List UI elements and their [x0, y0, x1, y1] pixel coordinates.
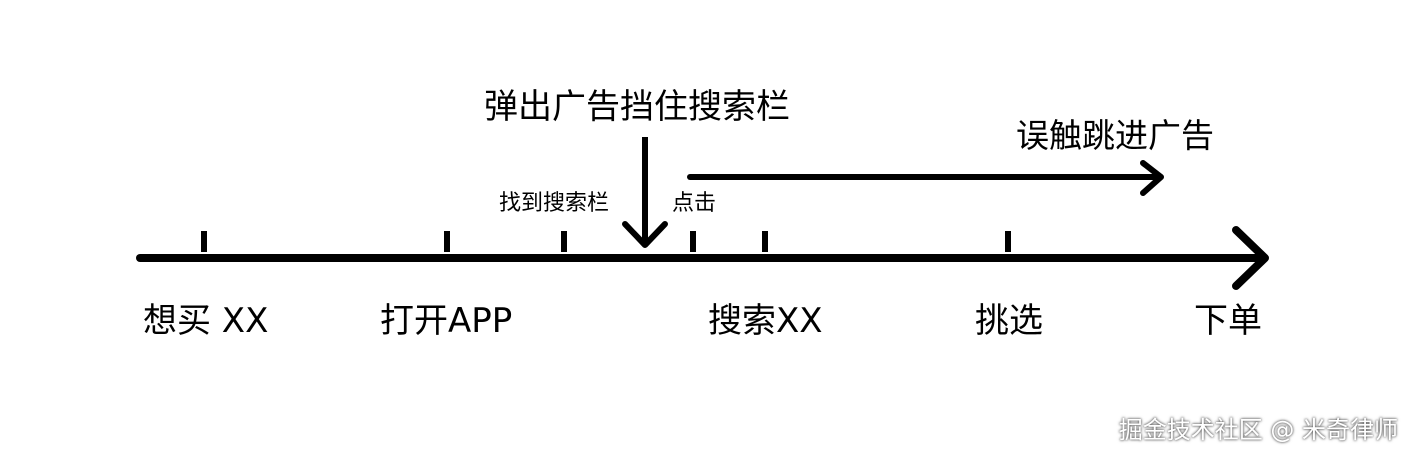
timeline-arrowhead — [1232, 226, 1269, 290]
misclick-annotation: 误触跳进广告 — [1016, 116, 1214, 155]
misclick-arrow-head — [1140, 160, 1164, 196]
click-label: 点击 — [672, 191, 717, 216]
step-label-place-order: 下单 — [1194, 301, 1262, 341]
step-label-want-to-buy: 想买 XX — [143, 301, 269, 341]
popup-arrow-head — [622, 221, 668, 248]
step-label-open-app: 打开APP — [380, 301, 513, 341]
step-label-search: 搜索XX — [708, 301, 823, 341]
find-search-bar-label: 找到搜索栏 — [499, 191, 610, 216]
step-label-choose: 挑选 — [975, 301, 1043, 341]
popup-annotation: 弹出广告挡住搜索栏 — [484, 87, 790, 127]
watermark: 掘金技术社区 @ 米奇律师 — [1118, 416, 1398, 444]
